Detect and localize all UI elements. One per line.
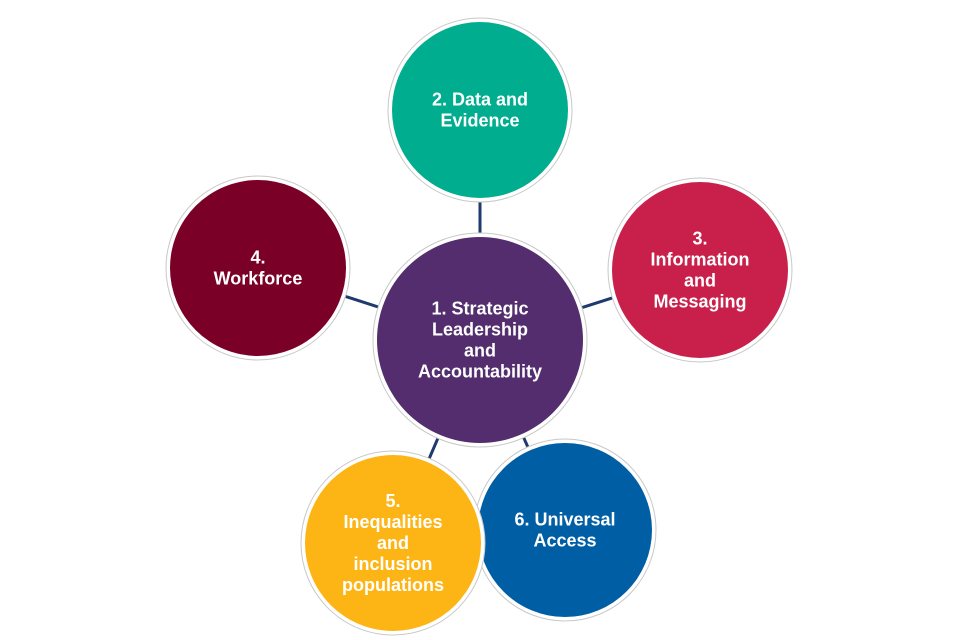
node-label-line: 6. Universal bbox=[514, 510, 615, 530]
node-label-line: Accountability bbox=[418, 362, 542, 382]
node-circle bbox=[305, 455, 481, 631]
node-label-line: Evidence bbox=[440, 111, 519, 131]
connector-workforce bbox=[341, 293, 383, 310]
node-label-line: Leadership bbox=[432, 320, 528, 340]
node-label-line: 5. bbox=[385, 491, 400, 511]
node-label-line: Workforce bbox=[214, 269, 303, 289]
node-label-line: and bbox=[684, 271, 716, 291]
node-circle bbox=[612, 182, 788, 358]
node-label-line: 2. Data and bbox=[432, 90, 528, 110]
node-label-line: and bbox=[377, 533, 409, 553]
connector-information bbox=[577, 295, 617, 311]
node-label-line: Access bbox=[533, 531, 596, 551]
node-label-line: Inequalities bbox=[343, 512, 442, 532]
node-label-line: populations bbox=[342, 575, 444, 595]
connector-inequalities bbox=[426, 434, 441, 463]
node-circle bbox=[170, 180, 346, 356]
node-workforce: 4.Workforce bbox=[165, 175, 351, 361]
node-label-line: 4. bbox=[250, 248, 265, 268]
node-label-line: inclusion bbox=[353, 554, 432, 574]
node-circle bbox=[377, 237, 583, 443]
node-label-line: Information bbox=[651, 250, 750, 270]
node-label-line: 1. Strategic bbox=[431, 299, 528, 319]
node-label-line: Messaging bbox=[653, 292, 746, 312]
node-label-line: 3. bbox=[692, 229, 707, 249]
node-label-line: and bbox=[464, 341, 496, 361]
node-circle bbox=[478, 443, 652, 617]
node-circle bbox=[392, 22, 568, 198]
